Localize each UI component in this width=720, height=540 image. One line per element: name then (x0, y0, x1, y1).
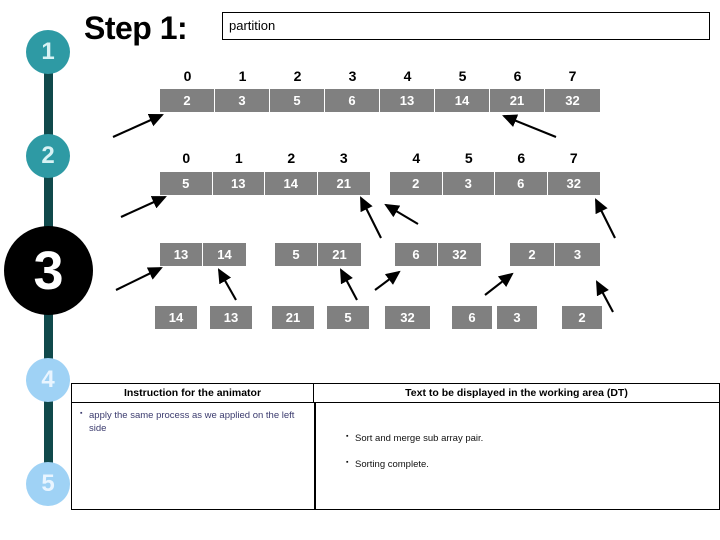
split-arrow-r4-e (484, 272, 514, 296)
display-text-bullet: Sorting complete. (346, 458, 711, 472)
array-cell: 32 (547, 172, 600, 195)
array-index-label: 1 (234, 150, 243, 166)
array-index-label: 6 (517, 150, 526, 166)
array-index-label: 1 (238, 68, 247, 84)
display-text-bullet: Sort and merge sub array pair. (346, 432, 711, 446)
array-cell: 2 (562, 306, 602, 329)
array-cell: 6 (495, 172, 548, 195)
array-cell: 32 (385, 306, 430, 329)
timeline-node-3-active[interactable]: 3 (4, 226, 93, 315)
merge-arrow-r2-right (502, 114, 557, 138)
merge-arrow-r3-d (595, 198, 616, 239)
array-cell: 2 (390, 172, 443, 195)
notes-header-instruction: Instruction for the animator (72, 384, 314, 403)
array-cell: 2 (160, 89, 215, 112)
array-cell: 13 (210, 306, 252, 329)
notes-header-display-text: Text to be displayed in the working area… (314, 384, 719, 403)
split-arrow-r4-c (340, 268, 358, 301)
array-cell: 14 (155, 306, 197, 329)
array-index-label: 5 (458, 68, 467, 84)
array-index-label: 7 (568, 68, 577, 84)
array-cell: 32 (438, 243, 481, 266)
array-index-label: 2 (293, 68, 302, 84)
split-arrow-r4-a (115, 267, 163, 291)
array-cell: 6 (325, 89, 380, 112)
array-index-label: 3 (348, 68, 357, 84)
merge-arrow-r3-a (120, 196, 167, 218)
array-cell: 5 (275, 243, 318, 266)
timeline-node-4-label: 4 (41, 366, 55, 393)
array-index-label: 5 (464, 150, 473, 166)
array-index-label: 4 (412, 150, 421, 166)
notes-cell-display-text: Sort and merge sub array pair. Sorting co… (316, 403, 719, 509)
split-arrow-r4-b (217, 268, 237, 301)
timeline-node-5[interactable]: 5 (26, 462, 70, 506)
step-name-value: partition (229, 18, 276, 33)
array-index-label: 7 (569, 150, 578, 166)
notes-column-divider (314, 403, 316, 509)
timeline-node-1-label: 1 (41, 38, 55, 65)
array-cell: 5 (327, 306, 369, 329)
step-name-field[interactable]: partition (222, 12, 710, 40)
array-cell: 2 (510, 243, 555, 266)
array-cell: 3 (497, 306, 537, 329)
array-cell: 14 (203, 243, 246, 266)
notes-table: Instruction for the animator Text to be … (71, 383, 720, 510)
array-index-label: 4 (403, 68, 412, 84)
array-cell: 14 (265, 172, 318, 195)
timeline-node-4[interactable]: 4 (26, 358, 70, 402)
array-cell: 13 (380, 89, 435, 112)
timeline-node-3-label: 3 (33, 240, 64, 301)
split-arrow-r4-d (374, 270, 401, 291)
instruction-bullet: apply the same process as we applied on … (80, 409, 306, 436)
array-cell: 13 (212, 172, 265, 195)
notes-cell-instruction: apply the same process as we applied on … (72, 403, 314, 509)
array-cell: 5 (270, 89, 325, 112)
array-cell: 21 (272, 306, 314, 329)
timeline-node-1[interactable]: 1 (26, 30, 70, 74)
timeline-node-5-label: 5 (41, 470, 55, 497)
timeline-node-2[interactable]: 2 (26, 134, 70, 178)
merge-arrow-r3-b (360, 196, 382, 239)
array-index-label: 3 (339, 150, 348, 166)
array-cell: 5 (160, 172, 213, 195)
page-title: Step 1: (84, 10, 188, 46)
array-index-label: 0 (182, 150, 191, 166)
array-index-label: 2 (287, 150, 296, 166)
array-cell: 21 (317, 172, 370, 195)
array-cell: 21 (490, 89, 545, 112)
array-cell: 3 (442, 172, 495, 195)
array-cell: 13 (160, 243, 203, 266)
array-cell: 3 (215, 89, 270, 112)
array-cell: 21 (318, 243, 361, 266)
array-cell: 3 (555, 243, 600, 266)
array-index-label: 0 (183, 68, 192, 84)
array-cell: 32 (545, 89, 600, 112)
array-cell: 6 (452, 306, 492, 329)
array-cell: 14 (435, 89, 490, 112)
merge-arrow-r2-left (112, 114, 164, 138)
timeline-node-2-label: 2 (41, 142, 55, 169)
array-cell: 6 (395, 243, 438, 266)
array-index-label: 6 (513, 68, 522, 84)
merge-arrow-r3-c (384, 203, 419, 225)
